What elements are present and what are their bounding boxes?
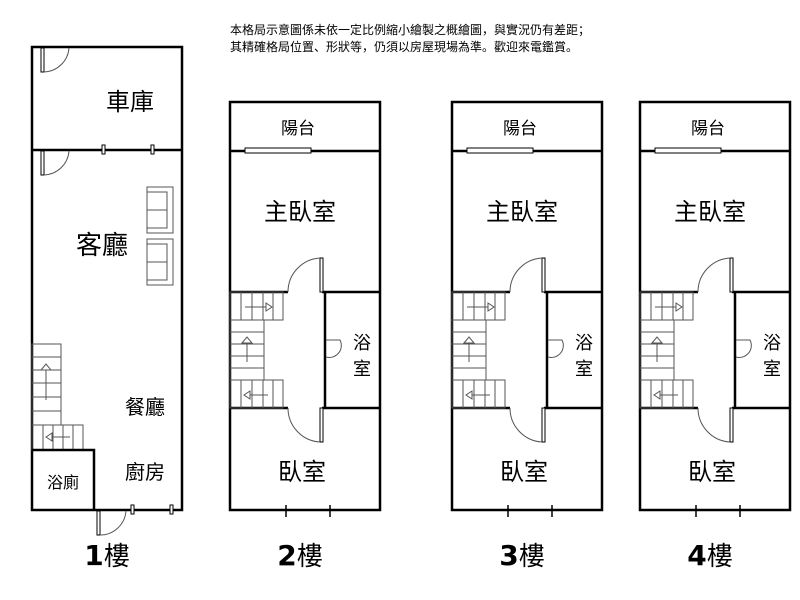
bath-wall bbox=[32, 448, 96, 510]
floor-label: 2樓 bbox=[277, 539, 323, 572]
room-label-bedroom: 臥室 bbox=[688, 458, 736, 486]
door-icon bbox=[509, 257, 564, 443]
room-label-balcony: 陽台 bbox=[503, 119, 537, 139]
floor-1-outer-wall bbox=[30, 45, 184, 512]
disclaimer-note: 本格局示意圖係未依一定比例縮小繪製之概繪圖，與實況仍有差距； 其精確格局位置、形… bbox=[230, 22, 590, 56]
bedroom-window bbox=[507, 505, 553, 517]
room-label-kitchen: 廚房 bbox=[125, 460, 165, 484]
balcony-window bbox=[466, 147, 534, 154]
floor-number: 4 bbox=[687, 539, 706, 572]
door-icon bbox=[40, 47, 70, 73]
door-icon bbox=[287, 257, 342, 443]
floor-2-plan: 陽台 主臥室 浴 室 臥室 2樓 bbox=[228, 100, 382, 572]
floor-unit: 樓 bbox=[297, 542, 323, 572]
door-icon bbox=[96, 510, 127, 536]
garage-window bbox=[101, 144, 155, 155]
room-label-dining: 餐廳 bbox=[125, 395, 165, 419]
kitchen-window bbox=[130, 504, 174, 515]
disclaimer-line-2: 其精確格局位置、形狀等，仍須以房屋現場為準。歡迎來電鑑賞。 bbox=[230, 40, 579, 54]
floor-4-plan: 陽台 主臥室 浴 室 臥室 4樓 bbox=[638, 100, 792, 572]
room-label-balcony: 陽台 bbox=[281, 119, 315, 139]
floor-label: 3樓 bbox=[499, 539, 545, 572]
room-label-master-bedroom: 主臥室 bbox=[674, 198, 746, 226]
floor-number: 1 bbox=[84, 539, 103, 572]
staircase-icon bbox=[451, 291, 506, 409]
bedroom-window bbox=[285, 505, 331, 517]
room-label-bedroom: 臥室 bbox=[278, 458, 326, 486]
disclaimer-line-1: 本格局示意圖係未依一定比例縮小繪製之概繪圖，與實況仍有差距； bbox=[230, 23, 591, 37]
balcony-window bbox=[654, 147, 722, 154]
room-label-bath: 浴廁 bbox=[47, 473, 79, 492]
room-label-master-bedroom: 主臥室 bbox=[486, 198, 558, 226]
room-label-living: 客廳 bbox=[76, 231, 128, 261]
room-label-bedroom: 臥室 bbox=[500, 458, 548, 486]
floor-unit: 樓 bbox=[104, 542, 130, 572]
floor-unit: 樓 bbox=[519, 542, 545, 572]
floor-1-plan: 車庫 客廳 餐廳 廚房 浴廁 1樓 bbox=[30, 45, 184, 572]
staircase-icon bbox=[229, 291, 284, 409]
staircase-icon bbox=[31, 343, 84, 451]
floor-number: 3 bbox=[499, 539, 518, 572]
floor-number: 2 bbox=[277, 539, 296, 572]
door-icon bbox=[40, 150, 70, 176]
balcony-window bbox=[244, 147, 312, 154]
room-label-bathroom-2: 室 bbox=[575, 359, 593, 380]
floor-label: 4樓 bbox=[687, 539, 733, 572]
floor-label-1: 1樓 bbox=[84, 539, 130, 572]
floor-3-plan: 陽台 主臥室 浴 室 臥室 3樓 bbox=[450, 100, 604, 572]
room-label-balcony: 陽台 bbox=[691, 119, 725, 139]
sofa-icon bbox=[146, 186, 174, 286]
room-label-garage: 車庫 bbox=[106, 88, 154, 116]
room-label-bathroom-2: 室 bbox=[353, 359, 371, 380]
room-label-master-bedroom: 主臥室 bbox=[264, 198, 336, 226]
bedroom-window bbox=[695, 505, 741, 517]
room-label-bathroom-2: 室 bbox=[763, 359, 781, 380]
room-label-bathroom-1: 浴 bbox=[763, 333, 781, 354]
room-label-bathroom-1: 浴 bbox=[353, 333, 371, 354]
door-icon bbox=[697, 257, 752, 443]
staircase-icon bbox=[639, 291, 694, 409]
room-label-bathroom-1: 浴 bbox=[575, 333, 593, 354]
floor-unit: 樓 bbox=[707, 542, 733, 572]
